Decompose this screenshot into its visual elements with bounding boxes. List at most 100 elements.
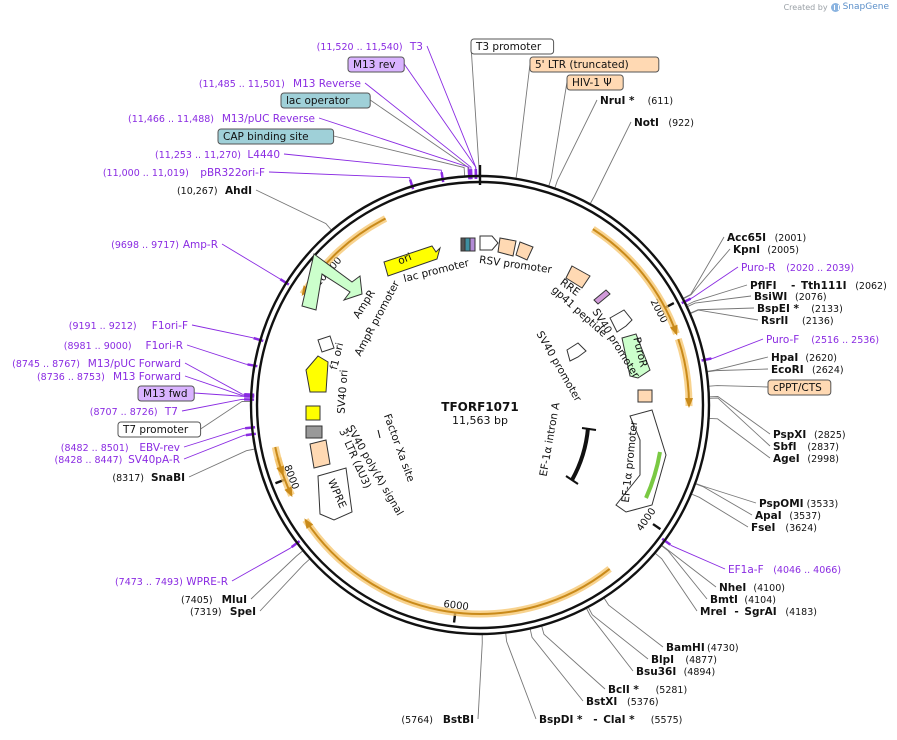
site-l4440[interactable]: L4440(11,253 .. 11,270) xyxy=(155,149,280,161)
site-t7-promoter[interactable]: T7 promoter xyxy=(117,421,202,438)
site-spei[interactable]: SpeI(7319) xyxy=(190,606,256,618)
site-fsei[interactable]: FseI(3624) xyxy=(751,522,817,534)
site-bcli[interactable]: BclI *(5281) xyxy=(608,684,687,696)
site-nrui[interactable]: NruI *(611) xyxy=(600,95,673,107)
site-m13-fwd[interactable]: M13 fwd xyxy=(137,385,195,402)
site-bspei[interactable]: BspEI *(2133) xyxy=(757,303,843,315)
site-name: BamHI xyxy=(666,642,705,654)
site-cap-binding-site[interactable]: CAP binding site xyxy=(217,128,335,145)
site-ebv-rev[interactable]: EBV-rev(8482 .. 8501) xyxy=(61,442,180,454)
site-puro-r[interactable]: Puro-R(2020 .. 2039) xyxy=(741,262,854,274)
site-acc65i[interactable]: Acc65I(2001) xyxy=(727,232,806,244)
site-agei[interactable]: AgeI(2998) xyxy=(773,453,839,465)
site-puro-f[interactable]: Puro-F(2516 .. 2536) xyxy=(766,334,879,346)
rre-feature xyxy=(565,265,591,289)
leader-line xyxy=(690,307,755,314)
site-noti[interactable]: NotI(922) xyxy=(634,117,694,129)
leader-line xyxy=(318,117,470,176)
site-hiv-1[interactable]: HIV-1 Ψ xyxy=(566,74,624,91)
site-amp-r[interactable]: Amp-R(9698 .. 9717) xyxy=(111,239,218,251)
site-name: M13 Reverse xyxy=(293,78,361,90)
site-snabi[interactable]: SnaBI(8317) xyxy=(112,472,185,484)
site-bsiwi[interactable]: BsiWI(2076) xyxy=(754,291,827,303)
leader-lines xyxy=(181,45,771,720)
site-separator: - xyxy=(734,606,738,618)
site-t7[interactable]: T7(8707 .. 8726) xyxy=(90,406,178,418)
site-mrei[interactable]: MreI-SgrAI(4183) xyxy=(700,606,817,618)
rsv-promoter-feature xyxy=(479,235,499,251)
site-m13-rev[interactable]: M13 rev xyxy=(347,56,405,73)
leader-line xyxy=(655,553,698,612)
primer-mark xyxy=(408,179,415,190)
site-sv40pa-r[interactable]: SV40pA-R(8428 .. 8447) xyxy=(55,454,180,466)
site-name: HIV-1 Ψ xyxy=(572,77,612,89)
site-mlui[interactable]: MluI(7405) xyxy=(181,594,247,606)
site-5-ltr-truncated[interactable]: 5' LTR (truncated) xyxy=(529,56,660,73)
site-kpni[interactable]: KpnI(2005) xyxy=(733,244,799,256)
orf-arc-line xyxy=(592,228,678,335)
site-name: MluI xyxy=(222,594,247,606)
site-bstxi[interactable]: BstXI(5376) xyxy=(586,696,659,708)
site-bspdi[interactable]: BspDI *-ClaI *(5575) xyxy=(539,714,682,726)
site-t3-promoter[interactable]: T3 promoter xyxy=(470,38,555,55)
site-name: PflFI xyxy=(750,280,777,292)
ef1a-promoter-feature xyxy=(615,409,667,513)
site-f1ori-f[interactable]: F1ori-F(9191 .. 9212) xyxy=(69,320,188,332)
leader-line xyxy=(231,543,297,582)
site-m13-reverse[interactable]: M13 Reverse(11,485 .. 11,501) xyxy=(199,78,361,90)
svg-text:AhdI: AhdI xyxy=(225,185,252,197)
site-t3[interactable]: T3(11,520 .. 11,540) xyxy=(317,41,423,53)
site-pflfi[interactable]: PflFI-Tth111I(2062) xyxy=(750,280,887,292)
center-label: TFORF1071 11,563 bp xyxy=(441,400,518,427)
feature-label-sv40-promoter: SV40 promoter xyxy=(534,329,584,404)
site-ecori[interactable]: EcoRI(2624) xyxy=(771,364,844,376)
svg-text:SpeI: SpeI xyxy=(230,606,256,618)
site-f1ori-r[interactable]: F1ori-R(8981 .. 9000) xyxy=(64,340,183,352)
site-pspomi[interactable]: PspOMI(3533) xyxy=(759,498,838,510)
leader-line xyxy=(403,63,477,176)
site-bmti[interactable]: BmtI(4104) xyxy=(710,594,776,606)
site-name: RsrII xyxy=(761,315,788,327)
site-bsu36i[interactable]: Bsu36I(4894) xyxy=(636,666,715,678)
site-cppt-cts[interactable]: cPPT/CTS xyxy=(767,379,832,396)
leader-line xyxy=(200,400,251,430)
orf-arrow xyxy=(276,465,284,477)
site-position: (2005) xyxy=(767,245,799,256)
site-apai[interactable]: ApaI(3537) xyxy=(755,510,821,522)
site-position: (2133) xyxy=(811,304,843,315)
site-position: (922) xyxy=(668,118,694,129)
site-name-2: SgrAI xyxy=(744,606,776,618)
primer-mark xyxy=(245,425,256,430)
svg-text:pBR322ori-F: pBR322ori-F xyxy=(200,167,265,179)
site-bstbi[interactable]: BstBI(5764) xyxy=(401,714,474,726)
leader-line xyxy=(695,483,753,516)
site-hpai[interactable]: HpaI(2620) xyxy=(771,352,837,364)
site-wpre-r[interactable]: WPRE-R(7473 .. 7493) xyxy=(115,576,228,588)
feature-label-ori: ori xyxy=(396,251,413,267)
site-m13-forward[interactable]: M13 Forward(8736 .. 8753) xyxy=(37,371,181,383)
site-sbfi[interactable]: SbfI(2837) xyxy=(773,441,839,453)
site-pspxi[interactable]: PspXI(2825) xyxy=(773,429,846,441)
site-lac-operator[interactable]: lac operator xyxy=(280,92,371,109)
site-blpi[interactable]: BlpI(4877) xyxy=(651,654,717,666)
site-m13-puc-forward[interactable]: M13/pUC Forward(8745 .. 8767) xyxy=(12,358,181,370)
site-name: M13/pUC Forward xyxy=(88,358,181,370)
svg-text:T3: T3 xyxy=(409,41,423,53)
site-rsrii[interactable]: RsrII(2136) xyxy=(761,315,834,327)
wpre-feature xyxy=(317,467,353,521)
site-m13-puc-reverse[interactable]: M13/pUC Reverse(11,466 .. 11,488) xyxy=(128,113,315,125)
site-ahdi[interactable]: AhdI(10,267) xyxy=(177,185,252,197)
feature-label-rsv-promoter: RSV promoter xyxy=(478,254,553,276)
svg-text:Amp-R: Amp-R xyxy=(183,239,218,251)
leader-line xyxy=(690,309,759,321)
site-ef1a-f[interactable]: EF1a-F(4046 .. 4066) xyxy=(728,564,841,576)
site-bamhi[interactable]: BamHI(4730) xyxy=(666,642,739,654)
cppt-feature xyxy=(637,389,653,403)
site-pbr322ori-f[interactable]: pBR322ori-F(11,000 .. 11,019) xyxy=(103,167,265,179)
site-name: T3 promoter xyxy=(475,41,542,53)
site-name: cPPT/CTS xyxy=(773,382,822,394)
site-nhei[interactable]: NheI(4100) xyxy=(719,582,785,594)
ef1a-intron-cap-2 xyxy=(565,475,579,485)
site-position: (4046 .. 4066) xyxy=(773,565,841,576)
